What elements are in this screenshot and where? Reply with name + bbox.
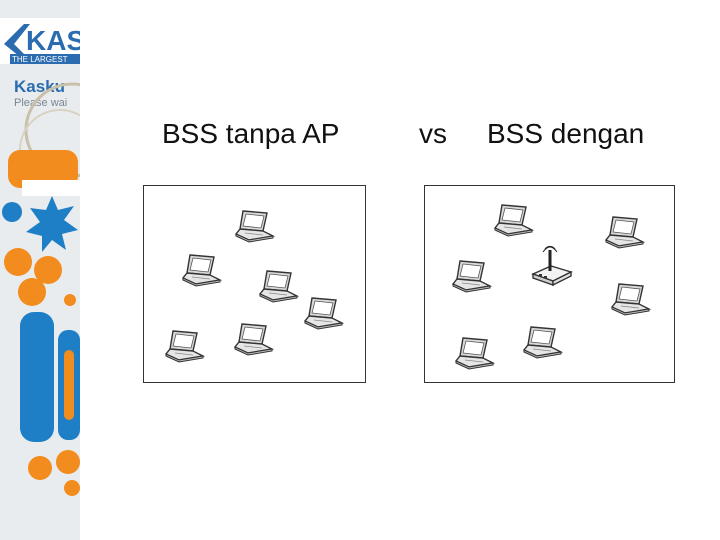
laptop-icon: [235, 209, 275, 243]
laptop-icon: [165, 329, 205, 363]
banner-brand: Kasku: [14, 77, 65, 96]
banner-loading-text: Please wai: [14, 97, 67, 109]
diagram-bss-without-ap: [143, 185, 366, 383]
side-banner: KAS THE LARGEST Kasku Please wai: [0, 0, 80, 540]
laptop-icon: [452, 259, 492, 293]
heading-vs: vs: [419, 118, 447, 149]
laptop-icon: [605, 215, 645, 249]
heading-bss-without-ap: BSS tanpa AP: [162, 118, 340, 149]
laptop-icon: [523, 325, 563, 359]
banner-tagline: THE LARGEST: [12, 55, 68, 64]
laptop-icon: [455, 336, 495, 370]
diagram-bss-with-ap: [424, 185, 675, 383]
heading-bss-with-ap: BSS dengan: [487, 118, 645, 149]
access-point-icon: [529, 244, 575, 290]
laptop-icon: [494, 203, 534, 237]
banner-artwork: KAS THE LARGEST Kasku Please wai: [0, 18, 80, 496]
laptop-icon: [611, 282, 651, 316]
laptop-icon: [182, 253, 222, 287]
banner-logo-text: KAS: [26, 25, 80, 56]
laptop-icon: [234, 322, 274, 356]
laptop-icon: [259, 269, 299, 303]
laptop-icon: [304, 296, 344, 330]
